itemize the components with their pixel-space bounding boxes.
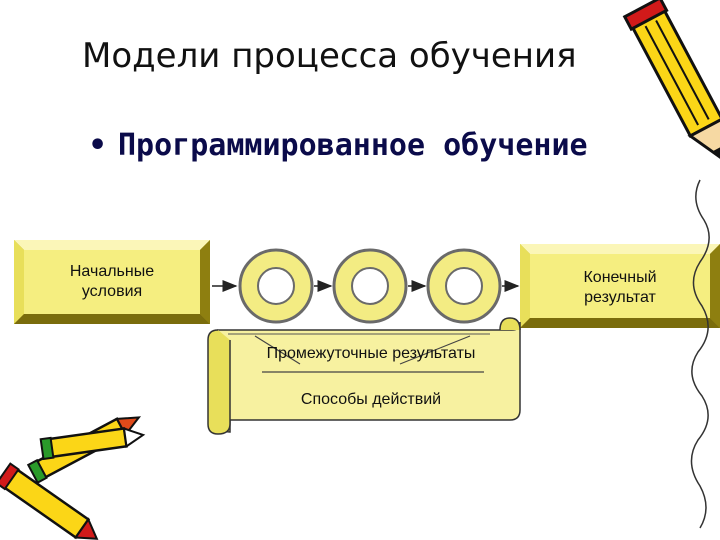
chain-ring-2 xyxy=(332,248,408,324)
bullet-dot: • xyxy=(88,128,108,163)
pencil-icon xyxy=(622,0,720,163)
scroll-shape xyxy=(207,317,521,435)
slide-title: Модели процесса обучения xyxy=(82,36,577,76)
bullet-item: • Программированное обучение xyxy=(88,128,668,163)
scroll-text-2: Способы действий xyxy=(300,391,442,408)
end-box xyxy=(520,244,720,328)
start-box xyxy=(14,240,210,324)
bullet-text: Программированное обучение xyxy=(118,128,588,163)
squiggle-decoration xyxy=(690,179,710,529)
scroll-text-1: Промежуточные результаты xyxy=(266,345,476,362)
end-box-line-1: Конечный xyxy=(583,269,657,286)
end-box-line-2: результат xyxy=(584,289,656,306)
crayons-icon xyxy=(0,416,146,540)
start-box-line-2: условия xyxy=(81,283,143,300)
chain-ring-1 xyxy=(238,248,314,324)
start-box-label: Начальные условия xyxy=(24,262,200,302)
start-box-line-1: Начальные xyxy=(69,263,155,280)
end-box-label: Конечный результат xyxy=(530,268,710,308)
chain-ring-3 xyxy=(426,248,502,324)
